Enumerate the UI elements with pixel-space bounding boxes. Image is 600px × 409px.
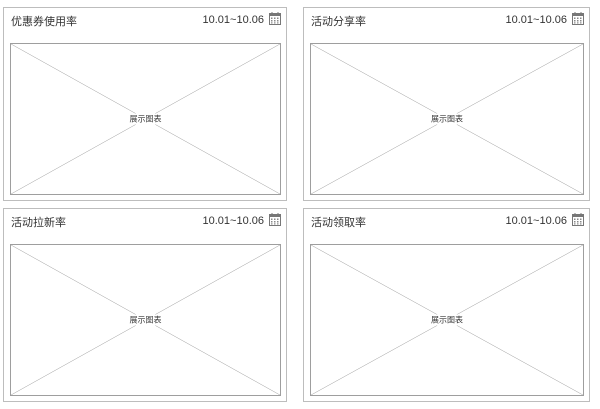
panel-title: 活动拉新率 [11, 216, 66, 229]
chart-placeholder: 展示图表 [310, 244, 584, 396]
chart-placeholder: 展示图表 [310, 43, 584, 195]
panel-title: 优惠券使用率 [11, 15, 77, 28]
calendar-icon[interactable] [572, 12, 584, 25]
date-range[interactable]: 10.01~10.06 [505, 14, 567, 26]
chart-placeholder: 展示图表 [10, 43, 281, 195]
panel-title: 活动分享率 [311, 15, 366, 28]
panel-activity-claim-rate: 活动领取率 10.01~10.06 展示图表 [303, 208, 590, 402]
date-range[interactable]: 10.01~10.06 [505, 215, 567, 227]
calendar-icon[interactable] [269, 12, 281, 25]
date-range[interactable]: 10.01~10.06 [202, 14, 264, 26]
panel-activity-new-user-rate: 活动拉新率 10.01~10.06 展示图表 [3, 208, 287, 402]
placeholder-label: 展示图表 [128, 113, 163, 125]
calendar-icon[interactable] [269, 213, 281, 226]
chart-placeholder: 展示图表 [10, 244, 281, 396]
placeholder-label: 展示图表 [430, 314, 464, 326]
panel-coupon-usage-rate: 优惠券使用率 10.01~10.06 展示图表 [3, 7, 287, 201]
placeholder-label: 展示图表 [430, 113, 464, 125]
placeholder-label: 展示图表 [128, 314, 163, 326]
date-range[interactable]: 10.01~10.06 [202, 215, 264, 227]
panel-activity-share-rate: 活动分享率 10.01~10.06 展示图表 [303, 7, 590, 201]
calendar-icon[interactable] [572, 213, 584, 226]
panel-title: 活动领取率 [311, 216, 366, 229]
